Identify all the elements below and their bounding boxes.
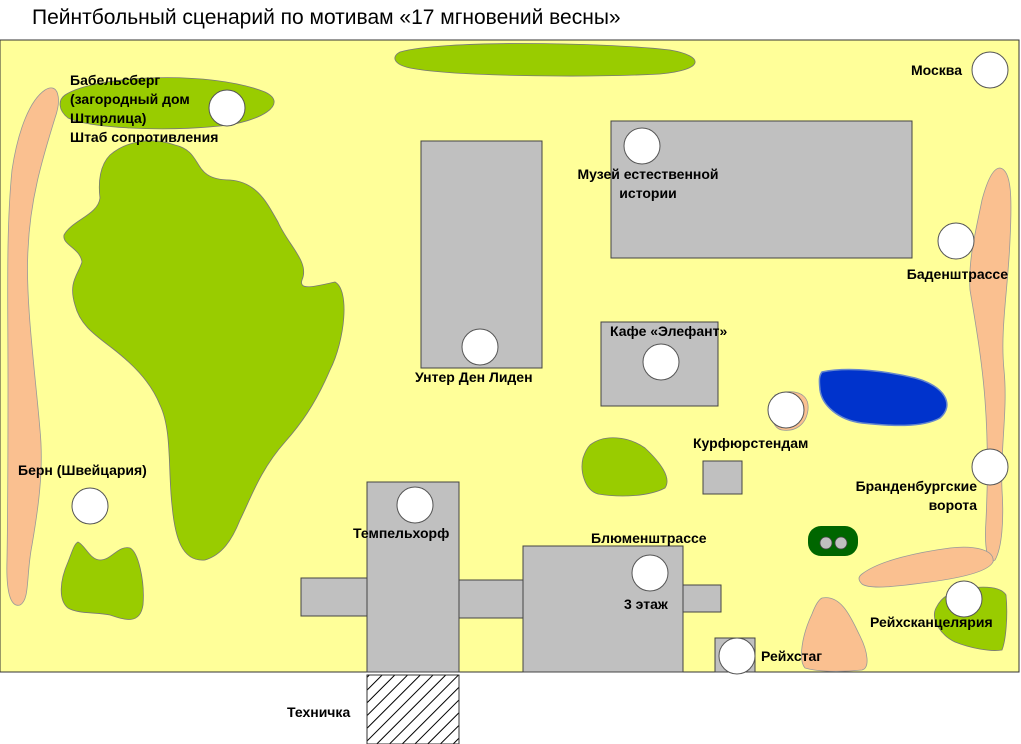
building-wing-left xyxy=(300,577,369,617)
marker-babelsberg[interactable] xyxy=(208,89,246,127)
label-museum-line2: истории xyxy=(619,185,677,201)
grass-area-large xyxy=(63,140,345,561)
sand-strip-left xyxy=(6,87,59,606)
label-cafe: Кафе «Элефант» xyxy=(610,323,728,339)
label-floor3: 3 этаж xyxy=(624,596,668,612)
marker-badenstrasse[interactable] xyxy=(937,222,975,260)
bush-dot-right xyxy=(834,536,848,550)
bush-dot-left xyxy=(819,536,833,550)
label-babelsberg-line1: Бабельсберг xyxy=(70,72,161,88)
label-moscow: Москва xyxy=(910,62,962,78)
label-babelsberg-line3: Штирлица) xyxy=(70,110,147,126)
label-unter-den-linden: Унтер Ден Лиден xyxy=(415,369,533,385)
label-tempelhof: Темпельхорф xyxy=(353,525,450,541)
marker-reichskanzlei[interactable] xyxy=(945,580,983,618)
marker-tempelhof[interactable] xyxy=(396,486,434,524)
label-brandenburg-line1: Бранденбургские xyxy=(855,478,977,494)
label-reichstag: Рейхстаг xyxy=(761,648,823,664)
grass-area-bern xyxy=(60,541,144,620)
pond xyxy=(818,368,948,427)
marker-cafe[interactable] xyxy=(642,343,680,381)
marker-moscow[interactable] xyxy=(971,51,1009,89)
building-unter-den-linden xyxy=(420,140,543,369)
marker-brandenburg[interactable] xyxy=(971,448,1009,486)
label-babelsberg-line2: (загородный дом xyxy=(70,91,190,107)
sand-area-brandenburg xyxy=(858,546,994,588)
sand-area-reichstag xyxy=(801,597,868,672)
grass-area-center xyxy=(581,437,668,497)
marker-reichstag[interactable] xyxy=(718,637,756,675)
grass-area-top xyxy=(394,43,696,77)
label-badenstrasse: Баденштрассе xyxy=(906,266,1008,282)
marker-bern[interactable] xyxy=(71,487,109,525)
label-technichka: Техничка xyxy=(287,704,351,720)
marker-museum[interactable] xyxy=(623,127,661,165)
bush-icon xyxy=(808,526,858,556)
label-blumenstrasse: Блюменштрассе xyxy=(591,530,707,546)
building-technichka xyxy=(366,674,460,744)
building-kurfuerstendamm xyxy=(702,460,743,495)
building-museum xyxy=(610,120,913,259)
map-title: Пейнтбольный сценарий по мотивам «17 мгн… xyxy=(32,6,621,29)
marker-kurfuerstendamm[interactable] xyxy=(767,391,805,429)
label-babelsberg-line4: Штаб сопротивления xyxy=(70,129,219,145)
label-reichskanzlei: Рейхсканцелярия xyxy=(870,614,993,630)
marker-unter-den-linden[interactable] xyxy=(461,328,499,366)
marker-blumenstrasse[interactable] xyxy=(631,554,669,592)
label-kurfuerstendamm: Курфюрстендам xyxy=(693,435,809,451)
label-brandenburg-line2: ворота xyxy=(928,497,977,513)
label-museum-line1: Музей естественной xyxy=(577,166,719,182)
label-bern: Берн (Швейцария) xyxy=(18,462,147,478)
building-corridor xyxy=(458,579,524,619)
building-wing-right xyxy=(682,584,722,613)
